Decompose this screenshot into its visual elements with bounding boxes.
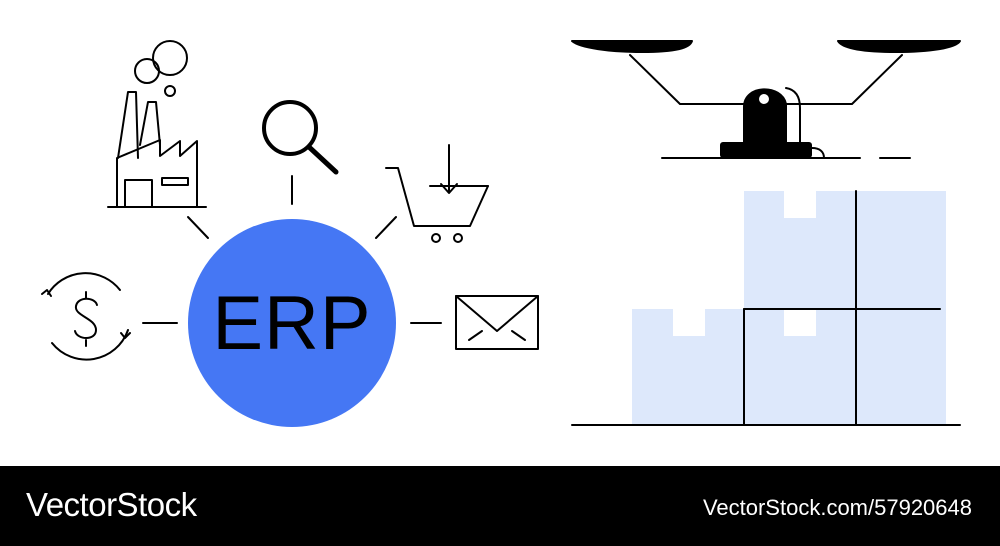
erp-label: ERP xyxy=(212,280,372,366)
drone-icon xyxy=(571,40,961,159)
shopping-cart-icon xyxy=(385,144,489,243)
footer-id: VectorStock.com/57920648 xyxy=(702,495,972,520)
magnifier-icon xyxy=(262,100,339,175)
factory-icon xyxy=(107,40,207,208)
stacked-boxes-icon xyxy=(571,190,961,426)
envelope-icon xyxy=(455,295,539,350)
connector-lines xyxy=(142,175,442,324)
illustration-svg xyxy=(41,40,961,427)
erp-circle xyxy=(188,219,396,427)
dollar-exchange-icon xyxy=(41,272,131,361)
footer-brand: VectorStock xyxy=(26,486,197,523)
footer-bar: VectorStock VectorStock.com/57920648 xyxy=(0,466,1000,546)
